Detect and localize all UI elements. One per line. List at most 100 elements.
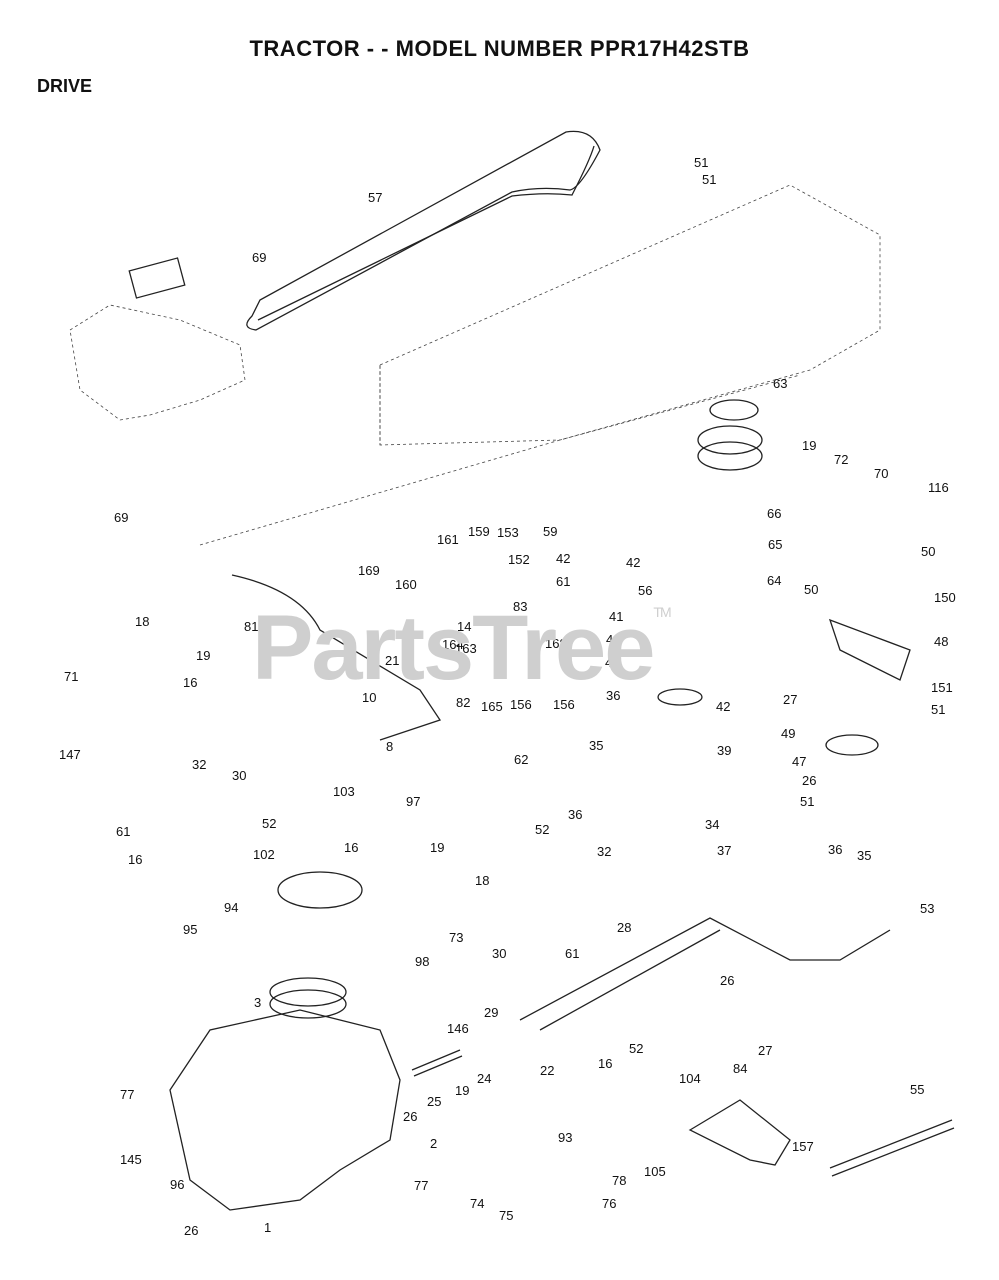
callout-53: 53 <box>920 901 934 916</box>
callout-161: 161 <box>437 532 459 547</box>
callout-25: 25 <box>427 1094 441 1109</box>
callout-51: 51 <box>931 702 945 717</box>
callout-30: 30 <box>492 946 506 961</box>
callout-116: 116 <box>928 480 949 495</box>
callout-76: 76 <box>602 1196 616 1211</box>
callout-145: 145 <box>120 1152 142 1167</box>
callout-19: 19 <box>196 648 210 663</box>
callout-26: 26 <box>184 1223 198 1238</box>
callout-50: 50 <box>804 582 818 597</box>
callout-151: 151 <box>931 680 953 695</box>
callout-83: 83 <box>513 599 527 614</box>
callout-52: 52 <box>629 1041 643 1056</box>
callout-51: 51 <box>800 794 814 809</box>
bracket-69 <box>128 257 186 299</box>
callout-51: 51 <box>702 172 716 187</box>
callout-104: 104 <box>679 1071 701 1086</box>
callout-165: 165 <box>481 699 503 714</box>
callout-168: 168 <box>545 636 567 651</box>
callout-16: 16 <box>183 675 197 690</box>
callout-42: 42 <box>626 555 640 570</box>
callout-71: 71 <box>64 669 78 684</box>
section-label: DRIVE <box>37 76 93 96</box>
callout-75: 75 <box>499 1208 513 1223</box>
partstree-watermark: PartsTreeTM <box>252 596 672 701</box>
watermark-brand: PartsTree <box>252 597 655 699</box>
callout-18: 18 <box>135 614 149 629</box>
callout-19: 19 <box>802 438 816 453</box>
callout-18: 18 <box>475 873 489 888</box>
callout-77: 77 <box>120 1087 134 1102</box>
callout-52: 52 <box>262 816 276 831</box>
callout-36: 36 <box>828 842 842 857</box>
callout-73: 73 <box>449 930 463 945</box>
callout-26: 26 <box>720 973 734 988</box>
callout-14: 14 <box>457 619 471 634</box>
callout-64: 64 <box>767 573 781 588</box>
callout-152: 152 <box>508 552 530 567</box>
callout-96: 96 <box>170 1177 184 1192</box>
callout-78: 78 <box>612 1173 626 1188</box>
callout-41: 41 <box>609 609 623 624</box>
callout-27: 27 <box>758 1043 772 1058</box>
callout-35: 35 <box>857 848 871 863</box>
callout-32: 32 <box>192 757 206 772</box>
callout-159: 159 <box>468 524 490 539</box>
callout-156: 156 <box>510 697 532 712</box>
callout-69: 69 <box>114 510 128 525</box>
callout-70: 70 <box>874 466 888 481</box>
callout-24: 24 <box>477 1071 491 1086</box>
callout-57: 57 <box>368 190 382 205</box>
callout-16: 16 <box>344 840 358 855</box>
drive-belt <box>246 130 601 331</box>
callout-35: 35 <box>589 738 603 753</box>
callout-37: 37 <box>717 843 731 858</box>
callout-36: 36 <box>606 688 620 703</box>
trademark-mark: TM <box>653 604 671 620</box>
callout-16: 16 <box>128 852 142 867</box>
callout-147: 147 <box>59 747 81 762</box>
transaxle <box>169 1009 401 1211</box>
callout-169: 169 <box>358 563 380 578</box>
callout-3: 3 <box>254 995 261 1010</box>
callout-39: 39 <box>717 743 731 758</box>
callout-153: 153 <box>497 525 519 540</box>
callout-19: 19 <box>455 1083 469 1098</box>
parts-artwork <box>69 130 955 1211</box>
callout-77: 77 <box>414 1178 428 1193</box>
callout-40: 40 <box>605 655 619 670</box>
callout-93: 93 <box>558 1130 572 1145</box>
callout-72: 72 <box>834 452 848 467</box>
callout-103: 103 <box>333 784 355 799</box>
callout-42: 42 <box>606 632 620 647</box>
callout-29: 29 <box>484 1005 498 1020</box>
callout-47: 47 <box>792 754 806 769</box>
callout-157: 157 <box>792 1139 814 1154</box>
callout-16: 16 <box>598 1056 612 1071</box>
callout-66: 66 <box>767 506 781 521</box>
callout-65: 65 <box>768 537 782 552</box>
callout-146: 146 <box>447 1021 469 1036</box>
callout-34: 34 <box>705 817 719 832</box>
callout-63: 63 <box>773 376 787 391</box>
callout-42: 42 <box>556 551 570 566</box>
callout-150: 150 <box>934 590 956 605</box>
callout-27: 27 <box>783 692 797 707</box>
callout-51: 51 <box>694 155 708 170</box>
callout-102: 102 <box>253 847 275 862</box>
callout-1: 1 <box>264 1220 271 1235</box>
tractor-frame <box>379 184 881 446</box>
diagram-title: TRACTOR - - MODEL NUMBER PPR17H42STB <box>249 36 750 61</box>
callout-28: 28 <box>617 920 631 935</box>
callout-55: 55 <box>910 1082 924 1097</box>
callout-84: 84 <box>733 1061 747 1076</box>
callout-22: 22 <box>540 1063 554 1078</box>
callout-59: 59 <box>543 524 557 539</box>
callout-52: 52 <box>535 822 549 837</box>
callout-56: 56 <box>638 583 652 598</box>
callout-98: 98 <box>415 954 429 969</box>
callout-62: 62 <box>514 752 528 767</box>
callout-61: 61 <box>565 946 579 961</box>
